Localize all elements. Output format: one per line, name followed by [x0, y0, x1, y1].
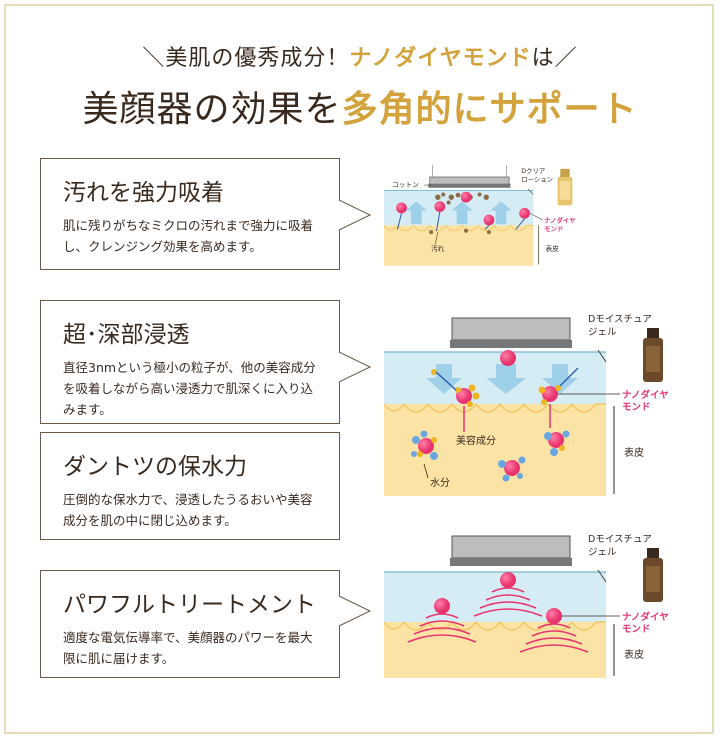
card-deep-penetration: 超･深部浸透 直径3nmという極小の粒子が、他の美容成分を吸着しながら高い浸透力…	[40, 300, 340, 424]
nano-label-line1: ナノダイヤ	[622, 611, 669, 623]
diagram-penetration-moisture: 美容成分 水分 Dモイスチュア ジェル ナノダイヤ モンド 表皮	[384, 314, 669, 496]
skin-layer	[384, 404, 606, 496]
skin-layer	[384, 225, 534, 266]
card-powerful-treatment: パワフルトリートメント 適度な電気伝導率で、美顔器のパワーを最大限に肌に届けます…	[40, 570, 340, 678]
penetration-arrows	[463, 404, 551, 432]
beauty-ingredient-particles	[417, 369, 565, 457]
water-particles	[411, 430, 570, 482]
card-moisture-retention: ダントツの保水力 圧倒的な保水力で、浸透したうるおいや美容成分を肌の中に閉じ込め…	[40, 432, 340, 540]
nano-label-line1: ナノダイヤ	[622, 389, 669, 401]
product-label-line2: ローション	[521, 176, 553, 184]
absorption-arrows	[435, 367, 579, 391]
nano-label-line1: ナノダイヤ	[544, 216, 575, 225]
cotton-label: コットン	[392, 181, 419, 189]
dirt-label: 汚れ	[431, 245, 445, 253]
device-electrode	[428, 183, 511, 188]
device-electrode	[450, 558, 572, 566]
diagram-powerful-treatment: Dモイスチュア ジェル ナノダイヤ モンド 表皮	[384, 534, 669, 678]
attraction-arrows	[396, 211, 525, 231]
device-head	[451, 535, 571, 559]
nano-label-line2: モンド	[544, 225, 563, 233]
nano-diamond-particles	[434, 572, 562, 624]
skin-label: 表皮	[545, 244, 559, 253]
nano-label-line2: モンド	[622, 624, 651, 635]
beauty-ingredient-label: 美容成分	[456, 434, 496, 447]
moisture-gel-bottle	[643, 328, 663, 382]
skin-layer	[384, 622, 606, 678]
product-label-line2: ジェル	[588, 327, 617, 338]
header-subtitle: ＼美肌の優秀成分！ナノダイヤモンドは／	[142, 46, 578, 71]
card-title: 超･深部浸透	[63, 322, 190, 348]
card-title: ダントツの保水力	[63, 454, 247, 480]
device-electrode	[450, 340, 572, 348]
skin-label: 表皮	[624, 446, 644, 459]
clear-lotion-bottle	[557, 168, 573, 206]
nano-diamond-particles	[418, 350, 564, 476]
energy-waves	[407, 587, 589, 653]
product-label-line2: ジェル	[588, 547, 617, 558]
card-text: 肌に残りがちなミクロの汚れまで強力に吸着し、クレンジング効果を高めます。	[63, 218, 314, 254]
header-title: 美顔器の効果を多角的にサポート	[82, 89, 638, 130]
product-label-line1: Dクリア	[521, 167, 545, 175]
product-label-line1: Dモイスチュア	[588, 534, 652, 545]
nano-label-line2: モンド	[622, 402, 651, 413]
water-label: 水分	[430, 477, 450, 489]
card-text: 圧倒的な保水力で、浸透したうるおいや美容成分を肌の中に閉じ込めます。	[63, 492, 313, 528]
product-label-line1: Dモイスチュア	[588, 314, 652, 325]
card-title: パワフルトリートメント	[63, 592, 316, 618]
card-title: 汚れを強力吸着	[63, 180, 224, 206]
moisture-gel-bottle	[643, 548, 663, 602]
skin-label: 表皮	[624, 648, 644, 661]
diagram-dirt-adsorption: コットン 汚れ Dクリア ローション ナノダイヤ モンド 表皮	[384, 164, 575, 266]
card-text: 適度な電気伝導率で、美顔器のパワーを最大限に肌に届けます。	[63, 630, 313, 666]
card-text: 直径3nmという極小の粒子が、他の美容成分を吸着しながら高い浸透力で肌深くに入り…	[63, 360, 316, 417]
nano-diamond-particles	[396, 191, 530, 226]
card-dirt-adsorption: 汚れを強力吸着 肌に残りがちなミクロの汚れまで強力に吸着し、クレンジング効果を高…	[40, 158, 340, 270]
device-head	[451, 317, 571, 341]
outer-frame	[4, 4, 714, 734]
